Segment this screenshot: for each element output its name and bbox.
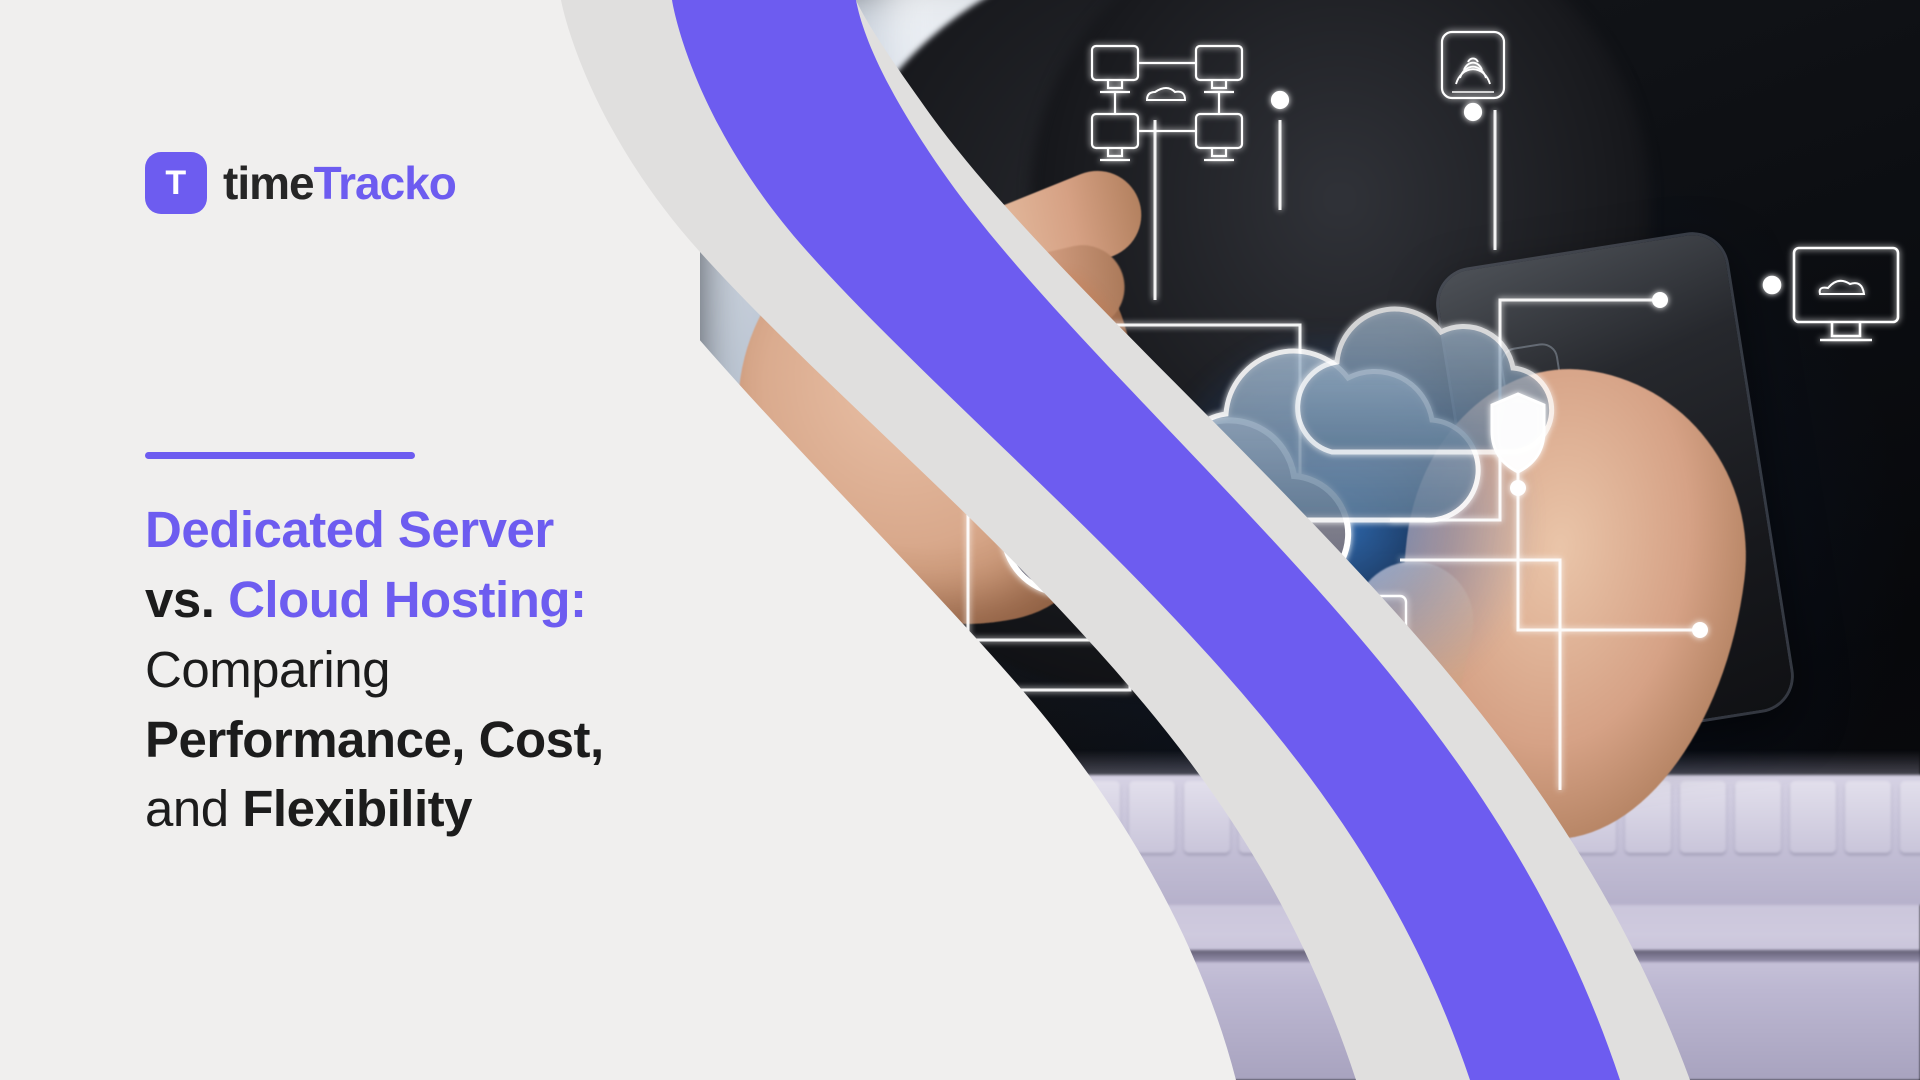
headline-flexibility: Flexibility (242, 780, 472, 838)
page-title: Dedicated Server vs. Cloud Hosting: Comp… (145, 495, 805, 844)
headline-line-3: Comparing (145, 635, 805, 705)
brand-wordmark: timeTracko (223, 157, 457, 209)
headline-vs: vs. (145, 570, 229, 628)
headline-line-4: Performance, Cost, (145, 705, 805, 775)
headline-and: and (145, 780, 243, 838)
blue-glow (1130, 330, 1550, 710)
headline-dedicated-server: Dedicated Server (145, 501, 554, 558)
logo-mark-icon: T (145, 152, 207, 214)
headline-line-2: vs. Cloud Hosting: (145, 565, 805, 635)
brand-logo[interactable]: T timeTracko (145, 152, 457, 214)
headline-performance-cost: Performance, Cost, (145, 710, 604, 768)
keyboard-front-edge (870, 950, 1920, 962)
brand-name-part2: Tracko (313, 157, 457, 209)
headline-comparing: Comparing (145, 640, 390, 698)
headline-cloud-hosting: Cloud Hosting: (228, 570, 587, 628)
brand-name-part1: time (223, 157, 315, 209)
orange-spark-glow (880, 270, 1140, 470)
hero-photo (700, 0, 1920, 1080)
headline-line-5: and Flexibility (145, 774, 805, 844)
headline-line-1: Dedicated Server (145, 495, 805, 565)
accent-divider (145, 452, 415, 459)
logo-mark-letter: T (165, 164, 187, 202)
left-content-panel: T timeTracko Dedicated Server vs. Cloud … (0, 0, 820, 1080)
